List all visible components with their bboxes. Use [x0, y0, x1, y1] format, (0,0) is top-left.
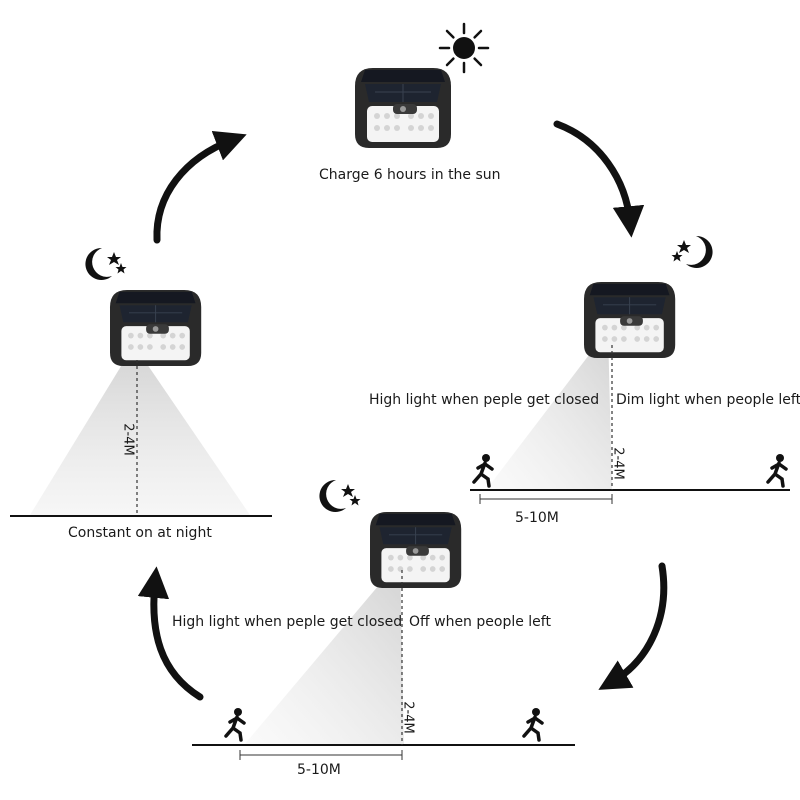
cycle-arrow-icon [153, 130, 247, 244]
light-beam [30, 345, 250, 515]
distance-scale [239, 750, 403, 760]
solar-lamp-icon [369, 511, 462, 589]
moon-stars-icon [319, 479, 361, 512]
distance-label: 5-10M [297, 762, 341, 778]
charge-caption: Charge 6 hours in the sun [319, 167, 501, 183]
walking-person-icon [224, 706, 246, 742]
sun-icon [438, 22, 490, 74]
walking-person-icon [766, 452, 788, 488]
cycle-arrow-icon [553, 120, 645, 238]
cycle-arrow-icon [137, 566, 204, 701]
light-beam [244, 560, 404, 745]
high-light-caption: High light when peple get closed [369, 392, 600, 408]
solar-lamp-icon [109, 289, 202, 367]
height-label: 2-4M [400, 701, 416, 734]
distance-label: 5-10M [515, 510, 559, 526]
solar-lamp-icon [583, 281, 676, 359]
distance-scale [479, 494, 613, 504]
height-label: 2-4M [610, 447, 626, 480]
walking-person-icon [522, 706, 544, 742]
light-beam [486, 330, 612, 490]
solar-lamp-icon [354, 67, 452, 149]
constant-caption: Constant on at night [68, 525, 212, 541]
moon-stars-icon [671, 235, 713, 268]
moon-stars-icon [85, 247, 127, 280]
dim-light-caption: Dim light when people left [616, 392, 800, 408]
walking-person-icon [472, 452, 494, 488]
high-light-caption: High light when peple get closed [172, 614, 403, 630]
cycle-arrow-icon [598, 562, 668, 690]
off-caption: Off when people left [409, 614, 551, 630]
height-label: 2-4M [120, 423, 136, 456]
